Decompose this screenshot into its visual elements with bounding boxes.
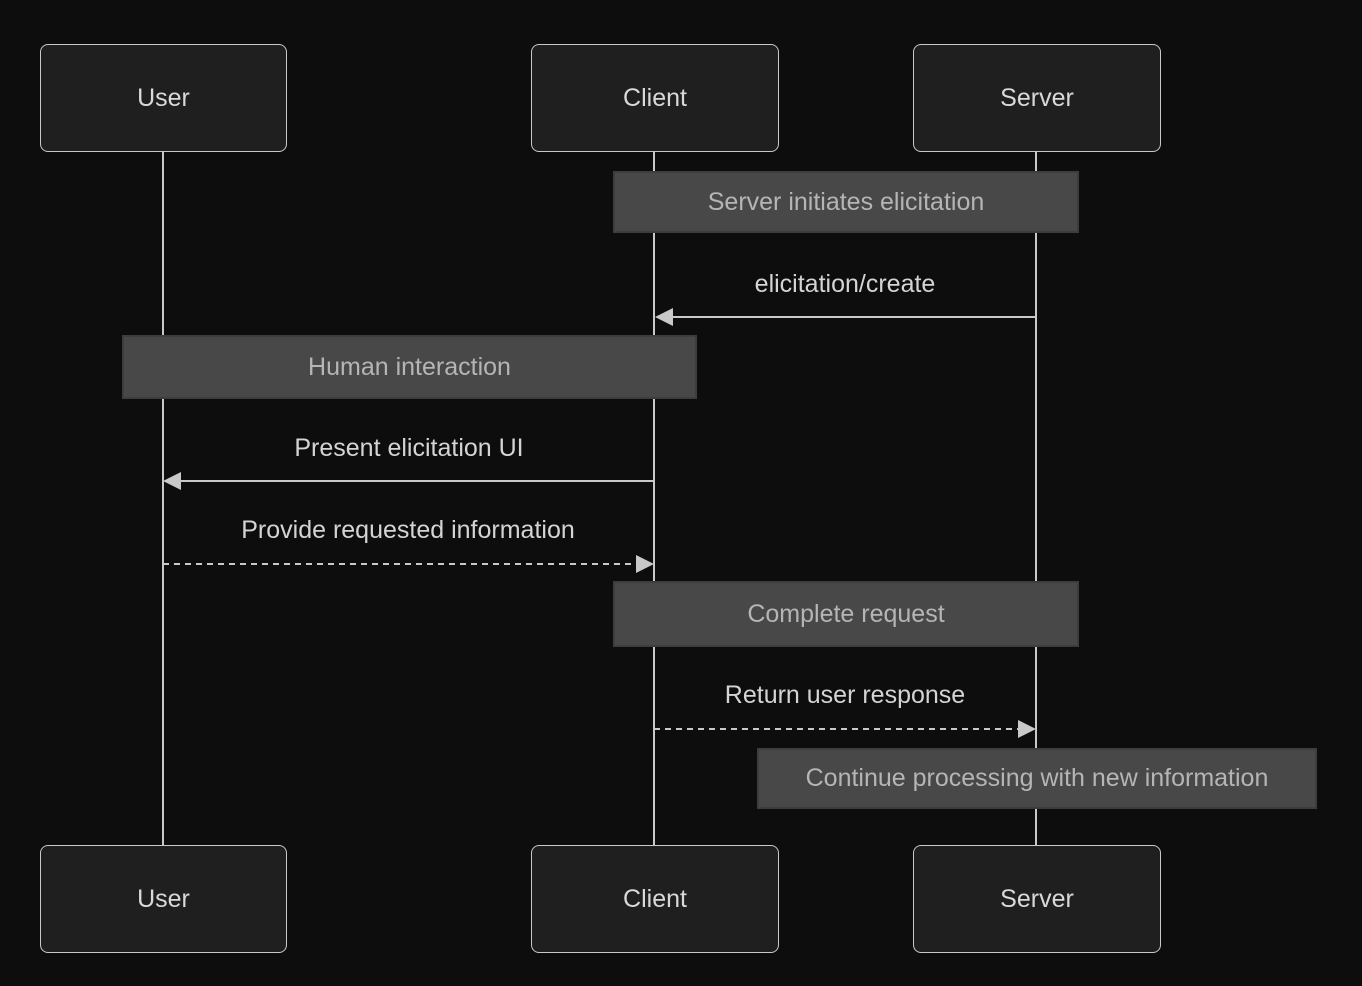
note-text: Human interaction [308, 352, 511, 381]
actor-client-top: Client [531, 44, 779, 152]
arrow-return-user-response [654, 720, 1036, 738]
message-label-present-elicitation-ui: Present elicitation UI [294, 434, 524, 462]
note-complete-request: Complete request [613, 581, 1079, 647]
arrow-present-elicitation-ui [163, 472, 654, 490]
arrow-elicitation-create [655, 308, 1036, 326]
note-server-initiates-elicitation: Server initiates elicitation [613, 171, 1079, 233]
actor-server-label: Server [1000, 83, 1074, 112]
note-continue-processing: Continue processing with new information [757, 748, 1317, 809]
note-human-interaction: Human interaction [122, 335, 697, 399]
message-label-provide-requested-information: Provide requested information [241, 516, 575, 544]
message-label-return-user-response: Return user response [724, 681, 966, 709]
actor-server-bottom: Server [913, 845, 1161, 953]
actor-user-bottom: User [40, 845, 287, 953]
note-text: Continue processing with new information [805, 764, 1269, 792]
arrow-provide-requested-information [163, 555, 654, 573]
actor-user-label: User [137, 83, 190, 112]
actor-server-top: Server [913, 44, 1161, 152]
note-text: Server initiates elicitation [707, 187, 985, 216]
lifeline-user [162, 152, 164, 846]
actor-user-label: User [137, 884, 190, 913]
actor-client-label: Client [623, 884, 687, 913]
lifeline-server [1035, 152, 1037, 846]
actor-server-label: Server [1000, 884, 1074, 913]
lifeline-client [653, 152, 655, 846]
note-text: Complete request [747, 599, 945, 628]
actor-client-bottom: Client [531, 845, 779, 953]
actor-client-label: Client [623, 83, 687, 112]
actor-user-top: User [40, 44, 287, 152]
message-label-elicitation-create: elicitation/create [754, 270, 936, 298]
